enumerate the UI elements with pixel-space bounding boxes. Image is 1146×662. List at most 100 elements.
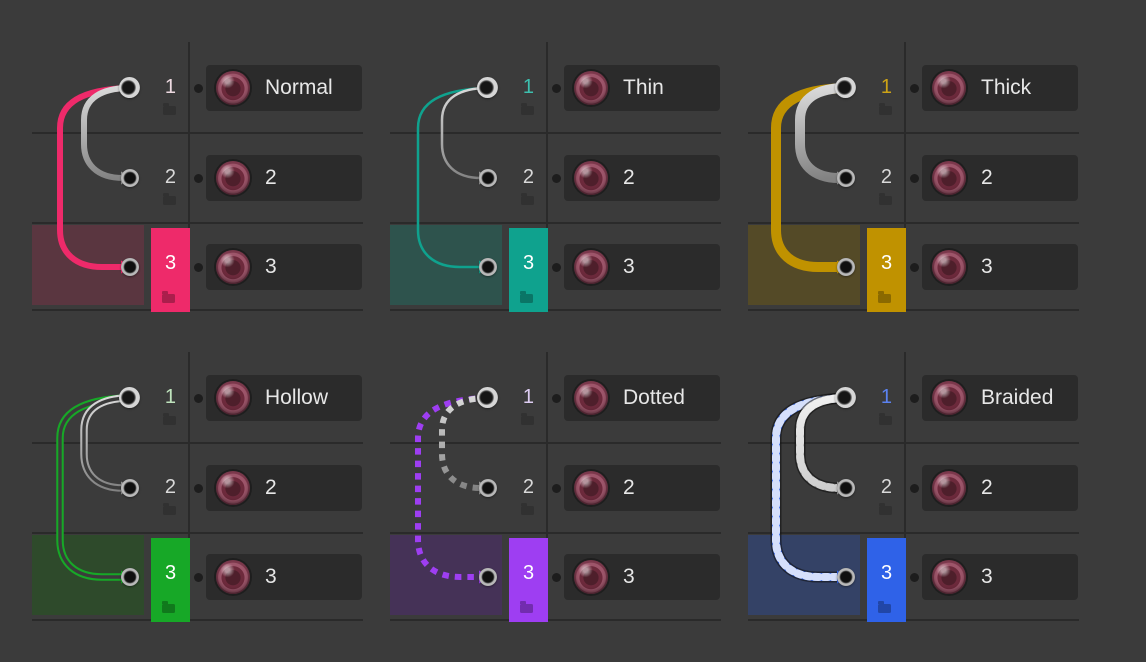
patch-cables[interactable] xyxy=(746,40,1082,330)
track3-color-swatch[interactable]: 3 xyxy=(151,228,190,312)
connection-dot xyxy=(194,84,203,93)
track-number-1: 1 xyxy=(164,76,176,98)
track-row-button[interactable]: 3 xyxy=(206,554,362,600)
record-knob-icon[interactable] xyxy=(932,250,966,284)
record-knob-icon[interactable] xyxy=(932,471,966,505)
patch-cables[interactable] xyxy=(30,40,366,330)
output-jack-track1[interactable] xyxy=(119,387,140,408)
record-knob-icon[interactable] xyxy=(216,381,250,415)
record-knob-icon[interactable] xyxy=(574,560,608,594)
track3-color-swatch[interactable]: 3 xyxy=(509,538,548,622)
track-number-1: 1 xyxy=(880,386,892,408)
input-jack-track3[interactable] xyxy=(121,568,139,586)
record-knob-icon[interactable] xyxy=(216,161,250,195)
record-knob-icon[interactable] xyxy=(574,381,608,415)
record-knob-icon[interactable] xyxy=(574,250,608,284)
track-label: Thin xyxy=(623,76,664,99)
grid-line-vertical xyxy=(546,352,548,620)
record-knob-icon[interactable] xyxy=(216,250,250,284)
input-jack-track3[interactable] xyxy=(479,568,497,586)
input-jack-track3[interactable] xyxy=(837,258,855,276)
track-row-button[interactable]: Thick xyxy=(922,65,1078,111)
track-row-button[interactable]: 3 xyxy=(922,554,1078,600)
grid-line-vertical xyxy=(546,42,548,310)
track3-color-swatch[interactable]: 3 xyxy=(867,228,906,312)
grid-line-horizontal xyxy=(748,222,1079,224)
input-jack-track2[interactable] xyxy=(837,169,855,187)
input-jack-track3[interactable] xyxy=(837,568,855,586)
grid-line-horizontal xyxy=(32,619,363,621)
track-row-button[interactable]: 2 xyxy=(922,155,1078,201)
record-knob-icon[interactable] xyxy=(216,471,250,505)
track-number-1: 1 xyxy=(522,386,534,408)
patch-cables[interactable] xyxy=(388,350,724,640)
output-jack-track1[interactable] xyxy=(477,387,498,408)
track-row-button[interactable]: 3 xyxy=(564,554,720,600)
track-row-button[interactable]: 2 xyxy=(206,465,362,511)
input-jack-track2[interactable] xyxy=(837,479,855,497)
record-knob-icon[interactable] xyxy=(932,71,966,105)
folder-icon xyxy=(521,193,534,205)
patch-cables[interactable] xyxy=(746,350,1082,640)
input-jack-track3[interactable] xyxy=(121,258,139,276)
track-row-button[interactable]: 3 xyxy=(922,244,1078,290)
patch-cables[interactable] xyxy=(388,40,724,330)
track-label: 2 xyxy=(623,476,635,499)
connection-dot xyxy=(194,174,203,183)
connection-dot xyxy=(552,84,561,93)
track-row-button[interactable]: Normal xyxy=(206,65,362,111)
folder-icon xyxy=(878,291,891,303)
track-label: 2 xyxy=(981,476,993,499)
track-row-button[interactable]: 3 xyxy=(206,244,362,290)
input-jack-track2[interactable] xyxy=(479,479,497,497)
track-number-2: 2 xyxy=(164,166,176,188)
patch-cables[interactable] xyxy=(30,350,366,640)
grid-line-horizontal xyxy=(32,132,363,134)
input-jack-track2[interactable] xyxy=(121,479,139,497)
track-row-button[interactable]: 2 xyxy=(206,155,362,201)
track-row-button[interactable]: 2 xyxy=(564,465,720,511)
track-label: 3 xyxy=(981,565,993,588)
grid-line-horizontal xyxy=(32,442,363,444)
track-row-button[interactable]: 2 xyxy=(922,465,1078,511)
record-knob-icon[interactable] xyxy=(574,471,608,505)
input-jack-track2[interactable] xyxy=(479,169,497,187)
track-row-button[interactable]: Hollow xyxy=(206,375,362,421)
output-jack-track1[interactable] xyxy=(835,387,856,408)
grid-line-horizontal xyxy=(390,619,721,621)
folder-icon xyxy=(163,503,176,515)
connection-dot xyxy=(552,174,561,183)
input-jack-track2[interactable] xyxy=(121,169,139,187)
output-jack-track1[interactable] xyxy=(119,77,140,98)
input-jack-track3[interactable] xyxy=(479,258,497,276)
cable-to-track3 xyxy=(416,86,490,269)
connection-dot xyxy=(910,484,919,493)
cable-to-track2 xyxy=(440,86,490,180)
record-knob-icon[interactable] xyxy=(574,161,608,195)
track-row-button[interactable]: Braided xyxy=(922,375,1078,421)
record-knob-icon[interactable] xyxy=(932,381,966,415)
track3-color-swatch[interactable]: 3 xyxy=(509,228,548,312)
connection-dot xyxy=(552,484,561,493)
track-row-button[interactable]: 2 xyxy=(564,155,720,201)
record-knob-icon[interactable] xyxy=(574,71,608,105)
track-number-3: 3 xyxy=(522,562,535,584)
record-knob-icon[interactable] xyxy=(932,560,966,594)
track-row-button[interactable]: Thin xyxy=(564,65,720,111)
track-row-button[interactable]: 3 xyxy=(564,244,720,290)
track3-color-swatch[interactable]: 3 xyxy=(151,538,190,622)
record-knob-icon[interactable] xyxy=(932,161,966,195)
output-jack-track1[interactable] xyxy=(477,77,498,98)
track3-color-swatch[interactable]: 3 xyxy=(867,538,906,622)
folder-icon xyxy=(163,193,176,205)
track-label: 3 xyxy=(981,255,993,278)
record-knob-icon[interactable] xyxy=(216,560,250,594)
panel-thick: 3 1 2 Thick 2 3 xyxy=(746,40,1082,330)
grid-line-horizontal xyxy=(390,309,721,311)
panel-thin: 3 1 2 Thin 2 3 xyxy=(388,40,724,330)
track-row-button[interactable]: Dotted xyxy=(564,375,720,421)
output-jack-track1[interactable] xyxy=(835,77,856,98)
record-knob-icon[interactable] xyxy=(216,71,250,105)
folder-icon xyxy=(879,503,892,515)
